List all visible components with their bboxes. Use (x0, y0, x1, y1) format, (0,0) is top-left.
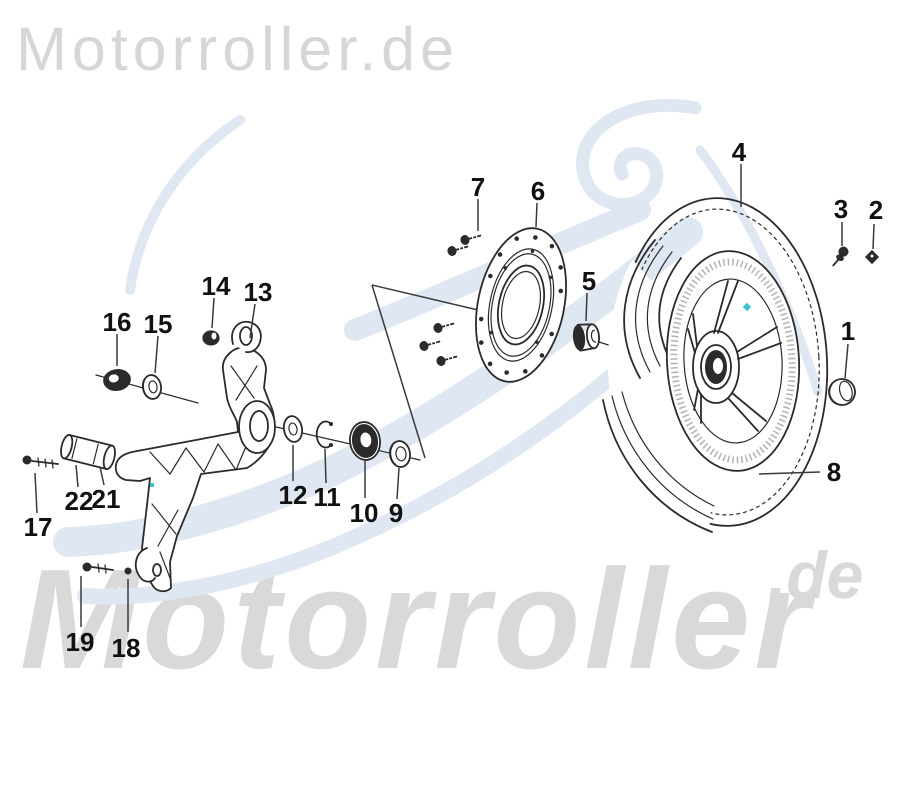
leader-line-15 (154, 335, 159, 374)
part-label-11: 11 (313, 482, 341, 512)
washer-12 (282, 415, 304, 443)
part-label-3: 3 (834, 194, 848, 224)
bolt-19 (82, 562, 114, 574)
part-label-21: 21 (92, 484, 121, 514)
leader-line-2 (872, 223, 875, 250)
part-label-17: 17 (24, 512, 53, 542)
leader-line-13 (249, 303, 256, 339)
part-label-5: 5 (582, 266, 596, 296)
bracket-foot-hook (134, 547, 156, 583)
watermark-bottom-de: .de (768, 538, 863, 612)
bushing-14 (202, 330, 220, 346)
wheel-spokes (687, 280, 782, 432)
watermark-top-logo: Motorroller.de (16, 15, 459, 83)
seal-ring-15 (141, 374, 162, 400)
part-label-22: 22 (65, 486, 94, 516)
pin-18 (124, 567, 132, 575)
leader-line-5 (585, 292, 588, 322)
valve-stem (742, 302, 752, 312)
leader-line-1 (844, 343, 849, 379)
part-label-12: 12 (279, 480, 308, 510)
pointer-line-upper (371, 284, 479, 311)
artifact-speck (150, 483, 154, 487)
axle-bolt-3 (832, 246, 849, 267)
part-label-8: 8 (827, 457, 841, 487)
pivot-nut-16 (103, 369, 131, 391)
brake-disc-6 (475, 227, 567, 383)
leader-line-14 (211, 297, 215, 329)
part-label-9: 9 (389, 498, 403, 528)
part-label-15: 15 (144, 309, 173, 339)
leader-line-8 (758, 471, 821, 475)
tire-cut-face-upper (623, 239, 682, 379)
leader-line-11 (324, 448, 327, 484)
spacer-sleeve-21-22 (60, 434, 116, 470)
disc-bolts-7 (419, 233, 482, 366)
leader-line-21 (99, 466, 105, 486)
leader-line-17 (34, 472, 38, 514)
bracket-truss-ribs (149, 365, 258, 579)
swingarm-bracket (114, 320, 276, 593)
part-label-6: 6 (531, 176, 545, 206)
leader-line-22 (75, 464, 79, 488)
part-label-4: 4 (732, 137, 747, 167)
rear-wheel (602, 197, 829, 534)
part-label-7: 7 (471, 172, 485, 202)
nut-2 (864, 249, 880, 265)
oil-seal-9 (389, 440, 411, 468)
part-label-19: 19 (66, 627, 95, 657)
part-label-13: 13 (244, 277, 273, 307)
part-label-16: 16 (103, 307, 132, 337)
bearing-10 (349, 421, 381, 461)
part-label-18: 18 (112, 633, 141, 663)
axle-cap-1 (828, 378, 856, 406)
leader-line-9 (396, 467, 400, 500)
part-label-14: 14 (202, 271, 231, 301)
leader-line-6 (535, 202, 538, 228)
circlip-11 (315, 420, 333, 449)
part-label-10: 10 (350, 498, 379, 528)
part-label-1: 1 (841, 316, 855, 346)
tire-cut-face-lower (602, 391, 715, 533)
part-label-2: 2 (869, 195, 883, 225)
spacer-5 (572, 323, 600, 352)
bolt-17 (22, 455, 59, 469)
pointer-line-lower (371, 284, 426, 459)
